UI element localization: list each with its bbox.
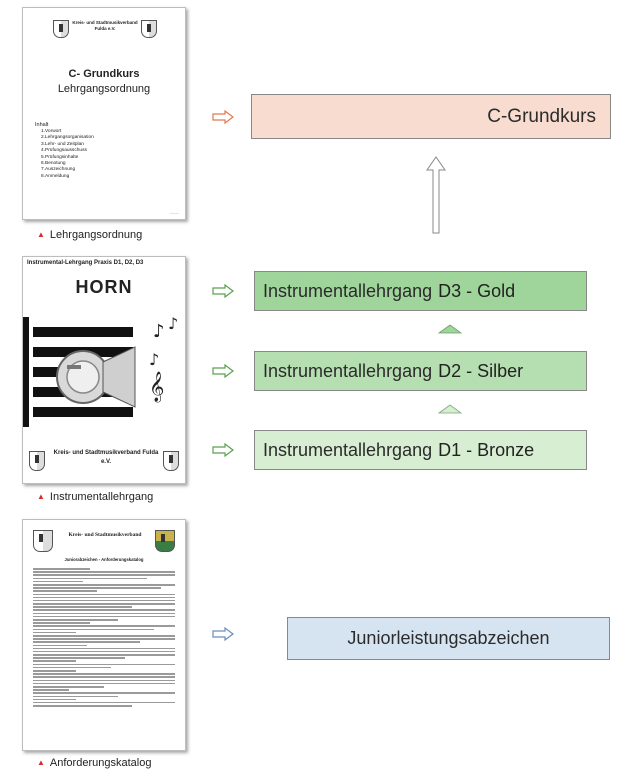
katalog-document: Kreis- und Stadtmusikverband Juniorabzei… xyxy=(22,519,186,751)
crest-right-icon xyxy=(141,20,157,38)
toc-item: 3.Lehr- und Zeitplan xyxy=(41,141,84,147)
lehrgangsordnung-caption: ▲ Lehrgangsordnung xyxy=(37,229,142,241)
toc-item: 7.Auszeichnung xyxy=(41,167,76,173)
junior-box: Juniorleistungsabzeichen xyxy=(287,617,610,660)
lehrgangsordnung-document: Kreis- und Stadtmusikverband Fulda e.V. … xyxy=(22,7,186,220)
instrumental-caption: ▲ Instrumentallehrgang xyxy=(37,491,153,503)
d3-main-label: Instrumentallehrgang xyxy=(263,280,433,301)
toc-item: 4.Prüfungsausschuss xyxy=(41,148,87,154)
svg-text:𝄞: 𝄞 xyxy=(149,371,164,403)
caption-text: Lehrgangsordnung xyxy=(49,229,143,241)
horn-illustration-icon: ♪ ♪ ♪ 𝄞 xyxy=(23,314,178,427)
d1-main-label: Instrumentallehrgang xyxy=(263,439,433,460)
right-arrow-icon xyxy=(212,364,234,378)
doc2-instrument-title: HORN xyxy=(75,277,133,297)
right-arrow-icon xyxy=(212,284,234,298)
right-arrow-icon xyxy=(212,627,234,641)
toc-item: 5.Prüfungsinhalte xyxy=(41,154,79,160)
crest-left-icon xyxy=(33,530,53,552)
d1-level-label: D1 - Bronze xyxy=(438,439,535,460)
caption-marker-icon: ▲ xyxy=(37,492,45,501)
crest-right-icon xyxy=(155,530,175,552)
doc3-heading: Juniorabzeichen - Anforderungskatalog xyxy=(64,557,144,562)
toc-item: 2.Lehrgangsorganisation xyxy=(41,135,94,141)
caption-marker-icon: ▲ xyxy=(37,230,45,239)
toc-item: 8.Anmeldung xyxy=(41,173,70,179)
doc1-footer-line: ——— xyxy=(170,211,179,215)
doc1-toc-heading: Inhalt xyxy=(35,122,49,128)
caption-text: Anforderungskatalog xyxy=(49,757,152,769)
doc1-subtitle: Lehrgangsordnung xyxy=(57,83,151,95)
crest-left-icon xyxy=(53,20,69,38)
crest-right-icon xyxy=(163,451,179,471)
junior-label: Juniorleistungsabzeichen xyxy=(347,628,550,648)
svg-text:♪: ♪ xyxy=(153,321,165,342)
instrumental-document: Instrumental-Lehrgang Praxis D1, D2, D3 … xyxy=(22,256,186,484)
step-up-triangle-icon xyxy=(438,404,462,414)
step-up-triangle-icon xyxy=(438,324,462,334)
right-arrow-icon xyxy=(212,443,234,457)
caption-text: Instrumentallehrgang xyxy=(49,491,154,503)
c-grundkurs-box: C-Grundkurs xyxy=(251,94,611,139)
doc2-header: Instrumental-Lehrgang Praxis D1, D2, D3 xyxy=(27,260,144,266)
doc1-association: Kreis- und Stadtmusikverband Fulda e.V. xyxy=(72,20,138,31)
d2-main-label: Instrumentallehrgang xyxy=(263,360,433,381)
svg-text:♪: ♪ xyxy=(168,314,178,333)
toc-item: 6.Benotung xyxy=(41,161,66,167)
d3-level-label: D3 - Gold xyxy=(438,280,516,301)
doc3-body-text xyxy=(33,568,175,708)
doc2-association: Kreis- und Stadtmusikverband Fulda e.V. xyxy=(53,450,159,465)
crest-left-icon xyxy=(29,451,45,471)
toc-item: 1.Vorwort xyxy=(41,129,62,134)
doc1-toc-list: 1.Vorwort 2.Lehrgangsorganisation 3.Lehr… xyxy=(41,129,94,180)
doc3-association: Kreis- und Stadtmusikverband xyxy=(68,532,142,538)
svg-text:♪: ♪ xyxy=(149,350,159,369)
up-arrow-icon xyxy=(426,156,446,234)
caption-marker-icon: ▲ xyxy=(37,758,45,767)
c-grundkurs-label: C-Grundkurs xyxy=(487,105,596,127)
doc1-title: C- Grundkurs xyxy=(68,68,140,80)
katalog-caption: ▲ Anforderungskatalog xyxy=(37,757,151,769)
d2-level-label: D2 - Silber xyxy=(438,360,524,381)
right-arrow-icon xyxy=(212,110,234,124)
